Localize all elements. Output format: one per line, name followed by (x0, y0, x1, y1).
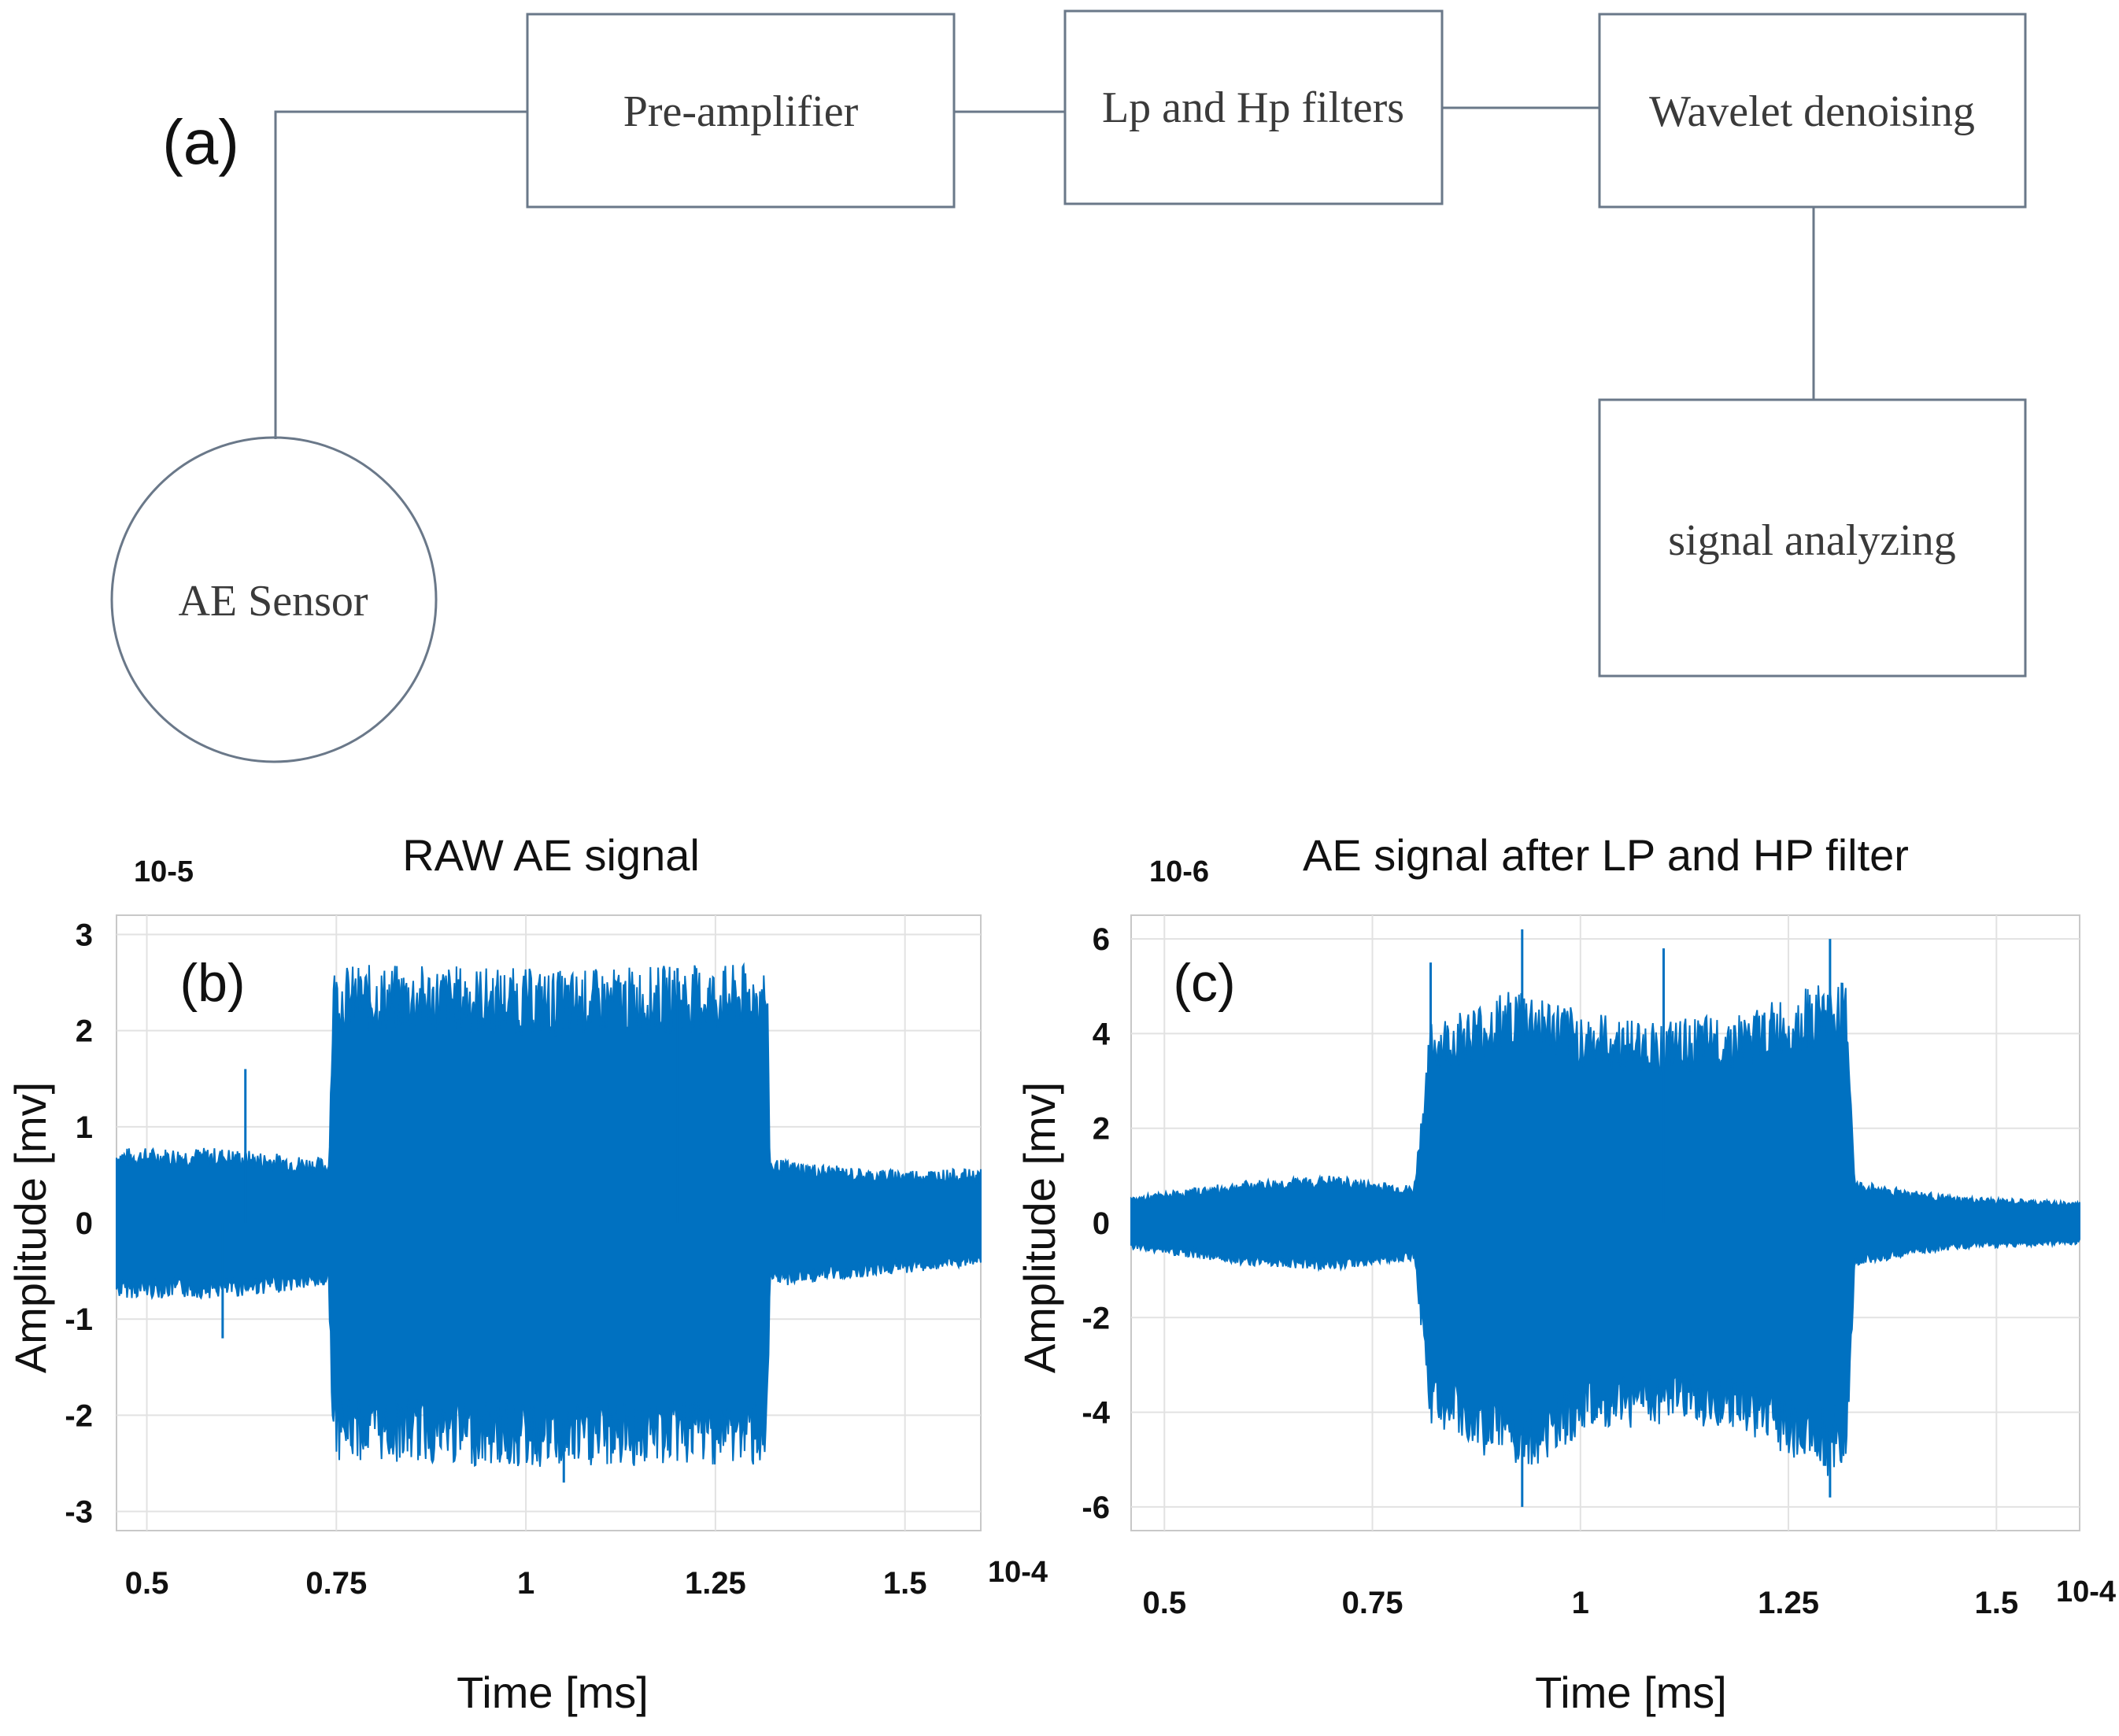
y-tick-label: 4 (1093, 1017, 1111, 1051)
preamp-box (526, 13, 956, 209)
x-axis-label-b: Time [ms] (457, 1668, 649, 1717)
x-tick-label: 1.5 (883, 1566, 927, 1601)
x-multiplier-b: 10-4 (988, 1556, 1048, 1589)
y-axis-label-c: Amplitude [mv] (1015, 1082, 1064, 1373)
y-tick-label: 0 (76, 1206, 93, 1241)
x-tick-label: 0.5 (1142, 1586, 1186, 1620)
y-ticks-c: 6 4 2 0 -2 -4 -6 (1082, 922, 1110, 1525)
x-axis-label-c: Time [ms] (1535, 1668, 1727, 1717)
block-diagram (110, 9, 2027, 763)
y-tick-label: 3 (76, 918, 93, 952)
x-ticks-c: 0.5 0.75 1 1.25 1.5 (1142, 1586, 2018, 1620)
chart-title-c: AE signal after LP and HP filter (1303, 830, 1909, 880)
panel-a-label: (a) (162, 107, 239, 177)
y-multiplier-c: 10-6 (1149, 855, 1209, 888)
x-tick-label: 1.25 (685, 1566, 746, 1601)
y-tick-label: 0 (1093, 1206, 1110, 1241)
chart-title-b: RAW AE signal (402, 830, 700, 880)
analyze-box (1598, 398, 2027, 678)
y-tick-label: 1 (76, 1110, 93, 1145)
y-tick-label: 2 (76, 1014, 93, 1049)
chart-raw-ae-signal: 0.5 0.75 1 1.25 1.5 3 2 1 0 -1 -2 -3 RAW AE signal… (6, 830, 1048, 1717)
block-labels: (a) Pre-amplifier Lp and Hp filters Wave… (162, 83, 1975, 626)
signal-b (116, 962, 982, 1468)
y-tick-label: -3 (65, 1495, 93, 1530)
x-multiplier-c: 10-4 (2056, 1575, 2116, 1609)
x-tick-label: 1.5 (1974, 1586, 2018, 1620)
x-ticks-b: 0.5 0.75 1 1.25 1.5 (125, 1566, 927, 1601)
y-tick-label: 6 (1093, 922, 1110, 957)
signal-c (1130, 982, 2080, 1476)
analyze-label: signal analyzing (1668, 516, 1955, 565)
y-tick-label: -1 (65, 1302, 93, 1337)
x-tick-label: 0.75 (305, 1566, 367, 1601)
y-tick-label: -2 (65, 1398, 93, 1433)
y-tick-label: -2 (1082, 1301, 1110, 1335)
chart-filtered-ae-signal: 0.5 0.75 1 1.25 1.5 6 4 2 0 -2 -4 -6 AE signal aft… (1015, 830, 2116, 1717)
x-tick-label: 0.5 (125, 1566, 169, 1601)
y-multiplier-b: 10-5 (134, 855, 194, 888)
wavelet-box (1598, 13, 2027, 209)
y-tick-label: 2 (1093, 1112, 1110, 1147)
panel-label-b: (b) (179, 953, 245, 1013)
x-tick-label: 1 (517, 1566, 534, 1601)
y-tick-label: -6 (1082, 1490, 1110, 1525)
connector-sensor-preamp (274, 110, 527, 439)
y-ticks-b: 3 2 1 0 -1 -2 -3 (65, 918, 93, 1529)
x-tick-label: 0.75 (1342, 1586, 1403, 1620)
sensor-label: AE Sensor (178, 577, 368, 626)
x-tick-label: 1 (1572, 1586, 1589, 1620)
signal-peaks-c (1429, 929, 1832, 1507)
signal-peaks-b (221, 968, 679, 1483)
wavelet-label: Wavelet denoising (1649, 87, 1975, 136)
filters-label: Lp and Hp filters (1102, 83, 1404, 132)
x-tick-label: 1.25 (1758, 1586, 1819, 1620)
y-tick-label: -4 (1082, 1396, 1110, 1431)
filters-box (1063, 9, 1444, 205)
y-axis-label-b: Amplitude [mv] (6, 1082, 55, 1373)
preamp-label: Pre-amplifier (623, 87, 859, 136)
ae-sensor-circle (110, 436, 438, 763)
panel-label-c: (c) (1173, 953, 1235, 1013)
